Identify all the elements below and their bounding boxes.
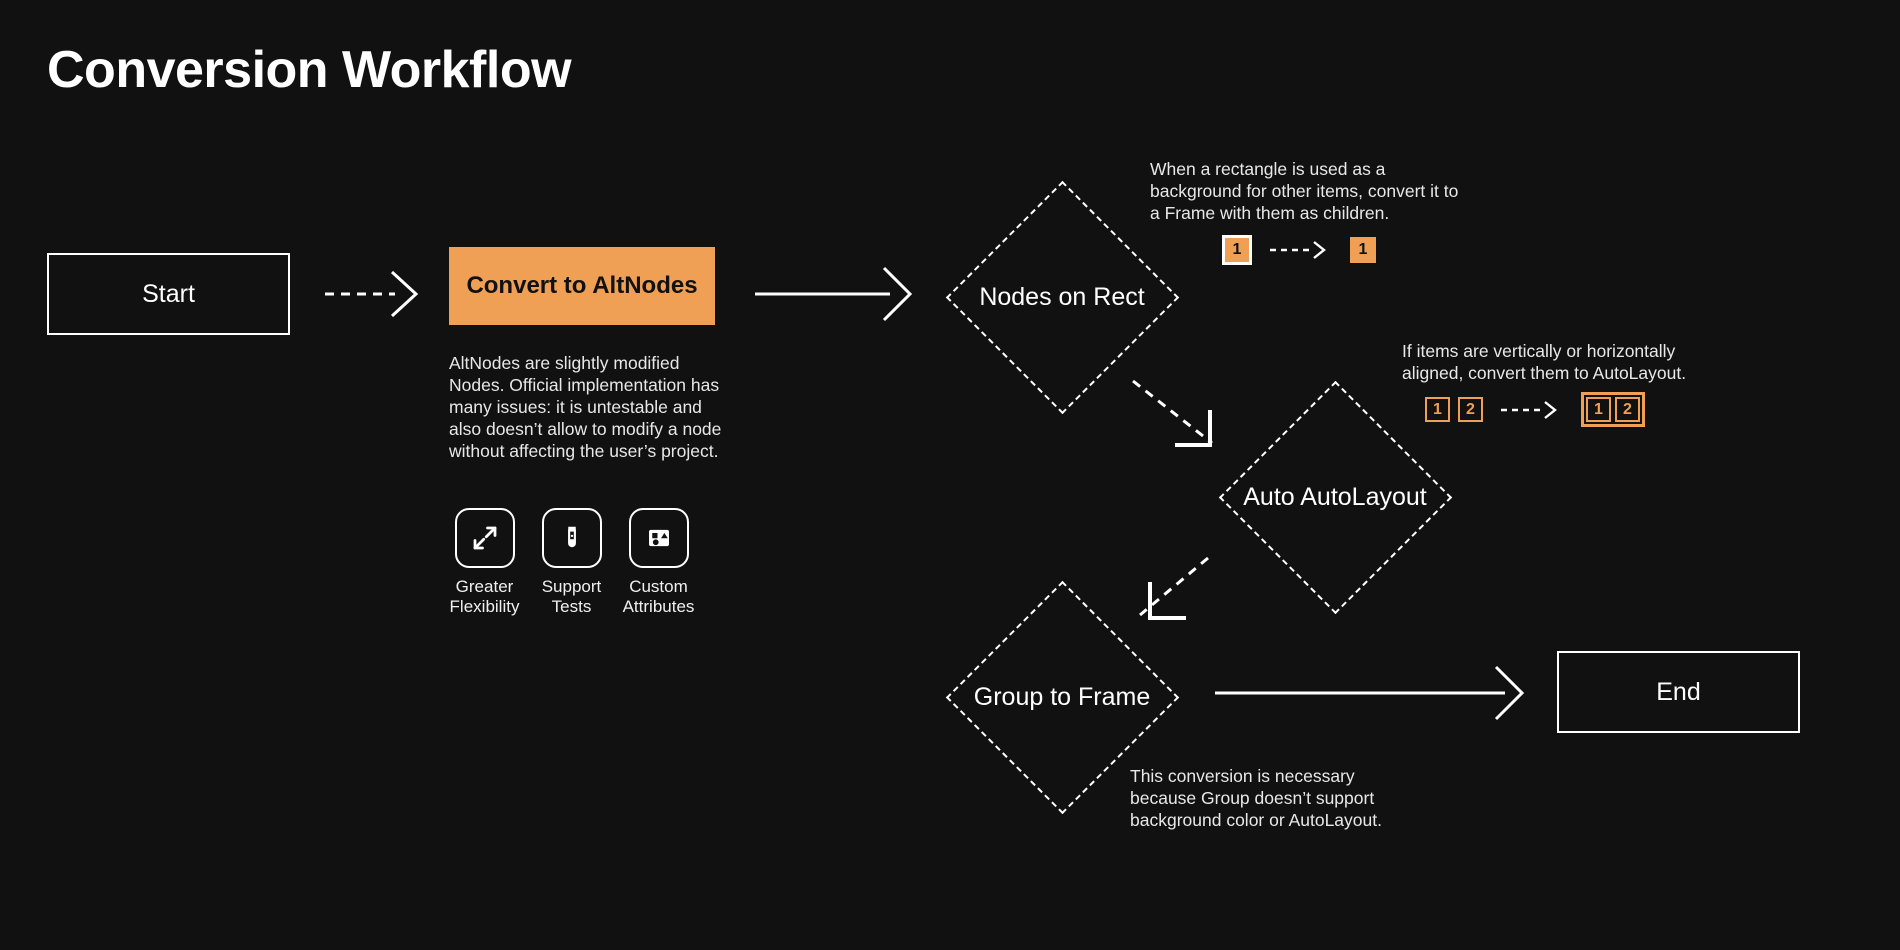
badge-illustration-nodes-on-rect: 1 1 <box>1222 235 1376 265</box>
connector-convert-to-nodesonrect <box>755 266 913 322</box>
node-convert-label: Convert to AltNodes <box>466 272 698 299</box>
badge-before: 1 <box>1222 235 1252 265</box>
description-nodes-on-rect: When a rectangle is used as a background… <box>1150 159 1459 223</box>
badge-after: 1 <box>1350 237 1376 263</box>
feature-label: Support Tests <box>541 577 602 616</box>
connector-start-to-convert <box>325 270 419 318</box>
badge-group-before: 1 2 <box>1425 397 1483 422</box>
feature-support-tests: Support Tests <box>539 508 604 617</box>
node-end-label: End <box>1656 677 1701 706</box>
node-nodes-on-rect[interactable]: Nodes on Rect <box>945 180 1179 414</box>
node-group-to-frame[interactable]: Group to Frame <box>945 580 1179 814</box>
node-nodes-on-rect-label: Nodes on Rect <box>979 282 1145 311</box>
node-auto-autolayout[interactable]: Auto AutoLayout <box>1218 380 1452 614</box>
badge-before-1: 1 <box>1425 397 1450 422</box>
description-group-to-frame: This conversion is necessary because Gro… <box>1130 766 1382 830</box>
badge-after-1: 1 <box>1586 397 1611 422</box>
node-end[interactable]: End <box>1557 651 1800 733</box>
mini-dashed-arrow-icon <box>1501 400 1557 419</box>
page-title: Conversion Workflow <box>47 41 572 99</box>
node-auto-autolayout-label: Auto AutoLayout <box>1243 482 1427 511</box>
feature-label: Greater Flexibility <box>449 577 520 616</box>
node-convert-to-altnodes[interactable]: Convert to AltNodes <box>449 247 715 325</box>
description-auto-autolayout: If items are vertically or horizontally … <box>1402 341 1687 383</box>
description-altnodes: AltNodes are slightly modified Nodes. Of… <box>449 353 722 461</box>
node-group-to-frame-label: Group to Frame <box>973 682 1151 711</box>
badge-illustration-auto-autolayout: 1 2 1 2 <box>1425 392 1645 427</box>
feature-custom-attributes: Custom Attributes <box>623 508 694 617</box>
test-tube-icon <box>541 508 602 568</box>
feature-label: Custom Attributes <box>622 577 695 616</box>
expand-arrows-icon <box>454 508 515 568</box>
badge-group-after: 1 2 <box>1581 392 1645 427</box>
badge-before-2: 2 <box>1458 397 1483 422</box>
node-start[interactable]: Start <box>47 253 290 335</box>
node-start-label: Start <box>142 279 195 308</box>
feature-greater-flexibility: Greater Flexibility <box>449 508 520 617</box>
connector-grouptoframe-to-end <box>1215 665 1525 721</box>
badge-after-2: 2 <box>1615 397 1640 422</box>
shapes-icon <box>628 508 689 568</box>
feature-list: Greater Flexibility Support Tests <box>449 508 694 617</box>
mini-dashed-arrow-icon <box>1270 241 1326 259</box>
